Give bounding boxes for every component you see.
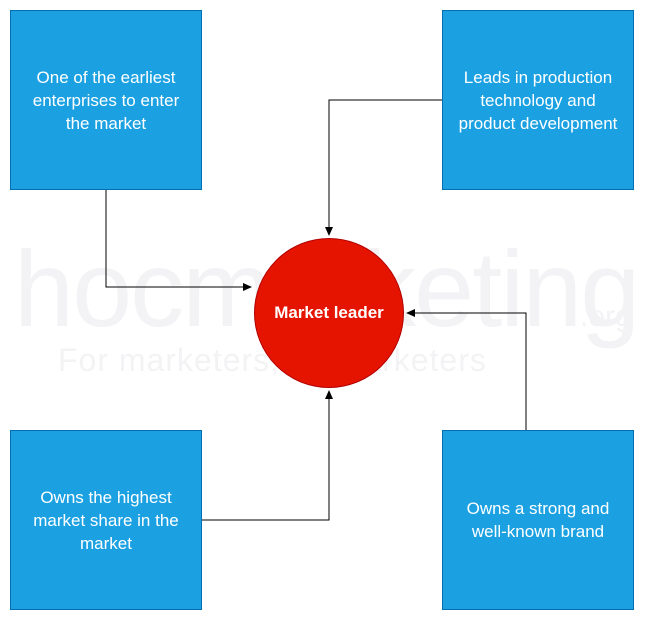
connector-bottom-left [202,390,333,521]
market-leader-label: Market leader [274,303,384,322]
connector-top-left [105,190,252,291]
box-strong-brand-label: Owns a strong and well-known brand [466,499,610,541]
box-technology-leader: Leads in production technology and produ… [442,10,634,190]
box-highest-market-share: Owns the highest market share in the mar… [10,430,202,610]
connector-top-right [325,99,442,236]
box-technology-leader-label: Leads in production technology and produ… [458,67,618,133]
market-leader-node: Market leader [254,238,404,388]
box-earliest-entrant-label: One of the earliest enterprises to enter… [32,67,180,133]
box-earliest-entrant: One of the earliest enterprises to enter… [10,10,202,190]
box-strong-brand: Owns a strong and well-known brand [442,430,634,610]
connector-bottom-right [406,309,527,430]
watermark-suffix: .org [580,300,632,333]
box-highest-market-share-label: Owns the highest market share in the mar… [33,487,179,553]
